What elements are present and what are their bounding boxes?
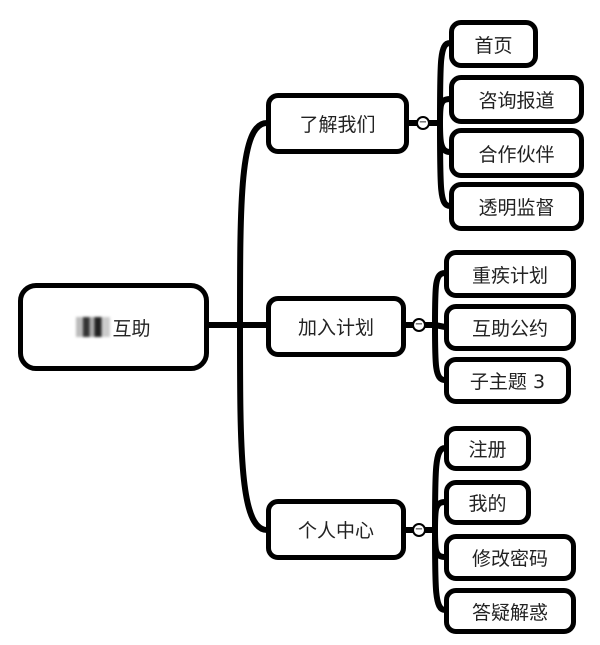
leaf-label: 子主题 3: [469, 371, 546, 393]
leaf-label: 透明监督: [478, 197, 555, 219]
leaf-label: 答疑解惑: [471, 601, 548, 624]
branch-label: 加入计划: [297, 317, 374, 339]
link-b1-c2: [432, 322, 448, 383]
leaf-node[interactable]: 互助公约: [444, 304, 576, 351]
leaf-label: 互助公约: [471, 318, 548, 340]
redacted-logo: [76, 317, 111, 337]
branch-label: 了解我们: [299, 114, 376, 136]
leaf-label: 首页: [474, 34, 513, 57]
collapse-toggle-icon[interactable]: −: [416, 116, 430, 130]
leaf-node[interactable]: 注册: [444, 426, 531, 471]
link-root-b0: [237, 120, 270, 328]
leaf-node[interactable]: 答疑解惑: [444, 588, 576, 634]
leaf-label: 咨询报道: [478, 90, 555, 112]
leaf-label: 合作伙伴: [478, 143, 555, 166]
leaf-node[interactable]: 咨询报道: [449, 75, 584, 124]
collapse-toggle-icon[interactable]: −: [412, 523, 426, 537]
link-root-b2: [237, 322, 270, 533]
leaf-label: 注册: [468, 439, 507, 461]
leaf-node[interactable]: 合作伙伴: [449, 128, 584, 178]
leaf-node[interactable]: 我的: [444, 480, 531, 525]
root-label: 互助: [112, 317, 151, 340]
branch-label: 个人中心: [297, 520, 374, 542]
leaf-label: 重疾计划: [471, 264, 548, 287]
leaf-label: 修改密码: [471, 548, 548, 570]
link-b1-c0: [432, 270, 448, 328]
leaf-label: 我的: [468, 493, 507, 515]
leaf-node[interactable]: 子主题 3: [444, 357, 571, 404]
link-b2-c3: [432, 527, 448, 613]
branch-node-personal[interactable]: 个人中心: [266, 499, 406, 560]
branch-node-join[interactable]: 加入计划: [266, 296, 406, 357]
link-b0-c1: [437, 96, 453, 126]
root-node[interactable]: 互助: [18, 283, 209, 371]
link-b2-c1: [432, 499, 448, 533]
leaf-node[interactable]: 首页: [449, 20, 538, 68]
branch-node-about[interactable]: 了解我们: [266, 93, 409, 154]
leaf-node[interactable]: 重疾计划: [444, 250, 576, 298]
link-b0-c3: [437, 120, 453, 209]
leaf-node[interactable]: 透明监督: [449, 182, 584, 231]
leaf-node[interactable]: 修改密码: [444, 534, 576, 581]
collapse-toggle-icon[interactable]: −: [412, 318, 426, 332]
